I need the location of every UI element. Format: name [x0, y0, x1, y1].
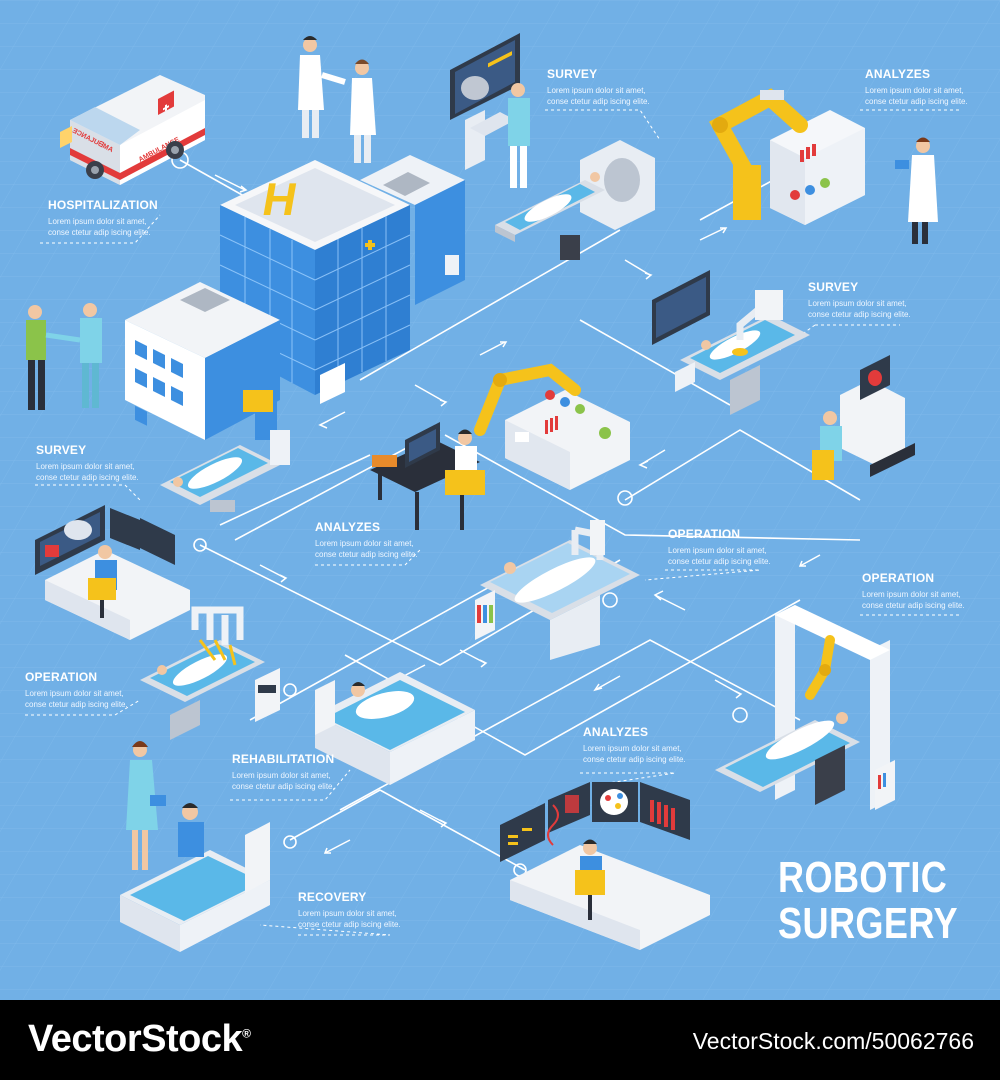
dna-analysis-workstation-illustration — [500, 782, 710, 950]
step-operation-center: OPERATION Lorem ipsum dolor sit amet,con… — [668, 527, 798, 567]
robotic-operation-center-illustration — [475, 520, 640, 660]
registered-mark: ® — [242, 1026, 251, 1041]
title-line-2: SURGERY — [778, 899, 958, 948]
step-title: ANALYZES — [315, 520, 381, 534]
step-operation-left: OPERATION Lorem ipsum dolor sit amet,con… — [25, 670, 155, 710]
lab-analysis-desk-illustration — [370, 363, 630, 530]
step-title: ANALYZES — [583, 725, 649, 739]
recovery-bed-illustration — [120, 741, 270, 952]
step-hospitalization: HOSPITALIZATION Lorem ipsum dolor sit am… — [48, 198, 178, 238]
step-title: HOSPITALIZATION — [48, 198, 158, 212]
eye-exam-workstation-illustration — [35, 505, 190, 640]
step-analyzes-center: ANALYZES Lorem ipsum dolor sit amet,cons… — [315, 520, 445, 560]
hospital-building-illustration: H — [125, 155, 465, 440]
doctors-handshake-illustration — [298, 36, 376, 163]
step-survey-right: SURVEY Lorem ipsum dolor sit amet,conse … — [808, 280, 938, 320]
lab-robot-illustration — [709, 88, 938, 244]
step-title: OPERATION — [862, 571, 935, 585]
image-url[interactable]: VectorStock.com/50062766 — [692, 1028, 974, 1054]
connector-nodes — [171, 151, 748, 877]
step-title: RECOVERY — [298, 890, 367, 904]
gantry-robot-operation-illustration — [715, 605, 895, 810]
step-description: Lorem ipsum dolor sit amet,conse ctetur … — [668, 546, 771, 566]
step-description: Lorem ipsum dolor sit amet,conse ctetur … — [865, 86, 968, 106]
flowchart-scene: ƎƆИAJUᗺMA AMBULANCE H — [0, 0, 1000, 1000]
brand-text: VectorStock — [28, 1018, 243, 1060]
title-line-1: ROBOTIC — [778, 853, 948, 902]
step-operation-right: OPERATION Lorem ipsum dolor sit amet,con… — [862, 571, 992, 611]
step-description: Lorem ipsum dolor sit amet,conse ctetur … — [48, 217, 151, 237]
step-title: SURVEY — [36, 443, 87, 457]
ambulance-illustration: ƎƆИAJUᗺMA AMBULANCE — [60, 75, 205, 185]
step-description: Lorem ipsum dolor sit amet,conse ctetur … — [808, 299, 911, 319]
rehabilitation-bed-illustration — [315, 672, 475, 785]
step-title: SURVEY — [547, 67, 598, 81]
infographic-canvas: ƎƆИAJUᗺMA AMBULANCE H — [0, 0, 1000, 1000]
infographic-title: ROBOTIC SURGERY — [778, 855, 997, 947]
step-description: Lorem ipsum dolor sit amet,conse ctetur … — [232, 771, 335, 791]
step-analyzes-bottom: ANALYZES Lorem ipsum dolor sit amet,cons… — [583, 725, 713, 765]
step-title: SURVEY — [808, 280, 859, 294]
ultrasound-survey-illustration — [652, 270, 915, 480]
step-title: OPERATION — [668, 527, 741, 541]
vectorstock-logo[interactable]: VectorStock® — [28, 1018, 251, 1061]
watermark-footer: VectorStock® VectorStock.com/50062766 — [0, 1000, 1000, 1080]
step-title: OPERATION — [25, 670, 98, 684]
step-description: Lorem ipsum dolor sit amet,conse ctetur … — [25, 689, 128, 709]
step-description: Lorem ipsum dolor sit amet,conse ctetur … — [862, 590, 965, 610]
step-recovery: RECOVERY Lorem ipsum dolor sit amet,cons… — [298, 890, 428, 930]
step-survey-top: SURVEY Lorem ipsum dolor sit amet,conse … — [547, 67, 677, 107]
robotic-operation-left-illustration — [140, 606, 280, 740]
mri-scanner-illustration — [450, 33, 655, 260]
step-description: Lorem ipsum dolor sit amet,conse ctetur … — [583, 744, 686, 764]
step-title: ANALYZES — [865, 67, 931, 81]
step-description: Lorem ipsum dolor sit amet,conse ctetur … — [298, 909, 401, 929]
step-rehabilitation: REHABILITATION Lorem ipsum dolor sit ame… — [232, 752, 362, 792]
step-analyzes-top: ANALYZES Lorem ipsum dolor sit amet,cons… — [865, 67, 995, 107]
patient-consult-illustration — [26, 303, 102, 410]
step-title: REHABILITATION — [232, 752, 335, 766]
scanner-bed-illustration — [160, 375, 290, 512]
step-description: Lorem ipsum dolor sit amet,conse ctetur … — [315, 539, 418, 559]
step-description: Lorem ipsum dolor sit amet,conse ctetur … — [547, 86, 650, 106]
step-survey-left: SURVEY Lorem ipsum dolor sit amet,conse … — [36, 443, 166, 483]
leader-lines — [25, 109, 960, 936]
step-description: Lorem ipsum dolor sit amet,conse ctetur … — [36, 462, 139, 482]
